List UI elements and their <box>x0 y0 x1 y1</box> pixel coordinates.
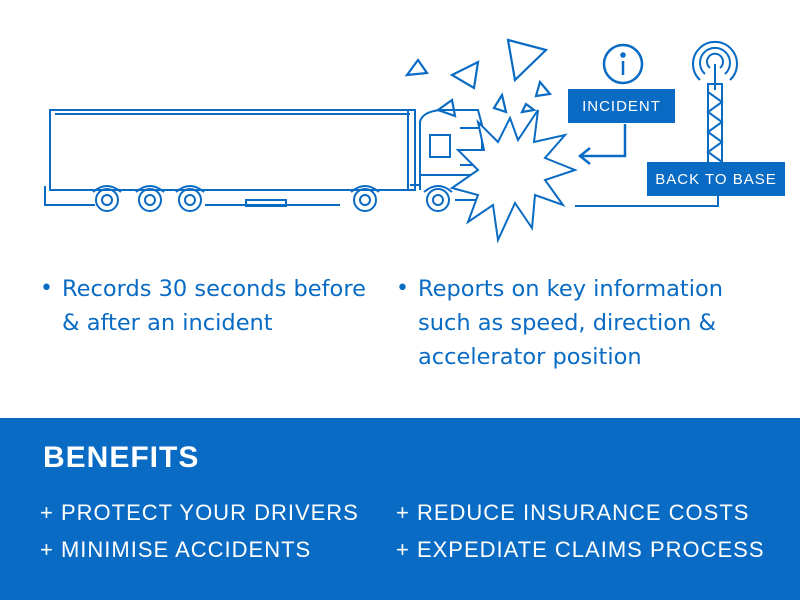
back-to-base-label: BACK TO BASE <box>647 162 785 196</box>
connector-line <box>575 196 719 207</box>
incident-label: INCIDENT <box>568 89 675 123</box>
benefits-title: BENEFITS <box>43 441 200 474</box>
feature-item: • Reports on key information such as spe… <box>396 272 776 374</box>
bullet-icon: • <box>396 276 409 301</box>
bullet-icon: • <box>40 276 53 301</box>
benefit-item: + REDUCE INSURANCE COSTS <box>396 500 750 525</box>
debris-icon <box>404 38 553 118</box>
benefits-panel <box>0 418 800 600</box>
benefit-item: + PROTECT YOUR DRIVERS <box>40 500 359 525</box>
arrow-icon <box>577 124 627 165</box>
feature-text: Reports on key information such as speed… <box>418 276 724 370</box>
benefit-item: + MINIMISE ACCIDENTS <box>40 537 312 562</box>
feature-item: • Records 30 seconds before & after an i… <box>40 272 380 340</box>
incident-illustration <box>44 38 738 244</box>
benefit-item: + EXPEDIATE CLAIMS PROCESS <box>396 537 765 562</box>
truck-icon <box>44 109 483 212</box>
radio-tower-icon <box>692 40 738 178</box>
info-icon <box>602 43 644 85</box>
feature-text: Records 30 seconds before & after an inc… <box>62 276 366 336</box>
crash-burst-icon <box>449 109 578 244</box>
